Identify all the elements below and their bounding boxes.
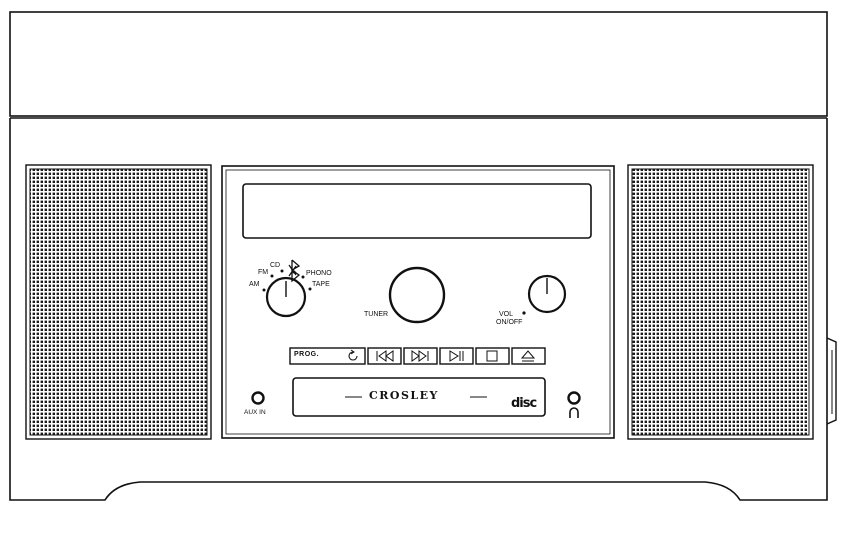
eject-button[interactable] (511, 347, 546, 365)
selector-label-phono: PHONO (306, 270, 332, 277)
previous-icon (376, 350, 394, 362)
headphone-icon (569, 407, 579, 418)
next-button[interactable] (403, 347, 438, 365)
volume-onoff-label: ON/OFF (496, 319, 523, 326)
stop-button[interactable] (475, 347, 510, 365)
prog-button[interactable] (289, 347, 366, 365)
cabinet-body (9, 118, 828, 501)
stop-icon (486, 350, 498, 362)
function-selector-knob[interactable] (265, 276, 307, 318)
previous-button[interactable] (367, 347, 402, 365)
compact-disc-logo-icon: disc (511, 396, 537, 411)
repeat-icon (348, 351, 358, 361)
eject-icon (520, 350, 536, 362)
volume-indicator-dot (522, 311, 526, 315)
tuner-knob[interactable] (388, 266, 446, 324)
right-speaker-grille (627, 164, 814, 440)
next-icon (411, 350, 429, 362)
volume-knob[interactable] (527, 274, 567, 314)
selector-label-tape: TAPE (312, 281, 330, 288)
play-pause-button[interactable] (439, 347, 474, 365)
selector-label-cd: CD (270, 262, 281, 269)
side-power-knob[interactable] (826, 337, 837, 425)
aux-in-label: AUX IN (244, 409, 266, 416)
bluetooth-icon (288, 259, 301, 283)
brand-logo: CROSLEY (369, 389, 439, 402)
tuner-label: TUNER (364, 311, 389, 318)
cd-button-bar (289, 347, 546, 365)
control-panel-inner (225, 169, 611, 435)
volume-label: VOL (499, 311, 514, 318)
play-pause-icon (449, 350, 464, 362)
selector-label-fm: FM (258, 269, 269, 276)
lid (9, 11, 828, 117)
headphone-jack[interactable] (567, 391, 581, 405)
left-speaker-grille (25, 164, 212, 440)
cd-slot[interactable] (292, 377, 546, 417)
prog-label: PROG. (294, 351, 320, 358)
selector-label-am: AM (249, 281, 260, 288)
lcd-display (242, 183, 592, 239)
aux-in-jack[interactable] (251, 391, 265, 405)
